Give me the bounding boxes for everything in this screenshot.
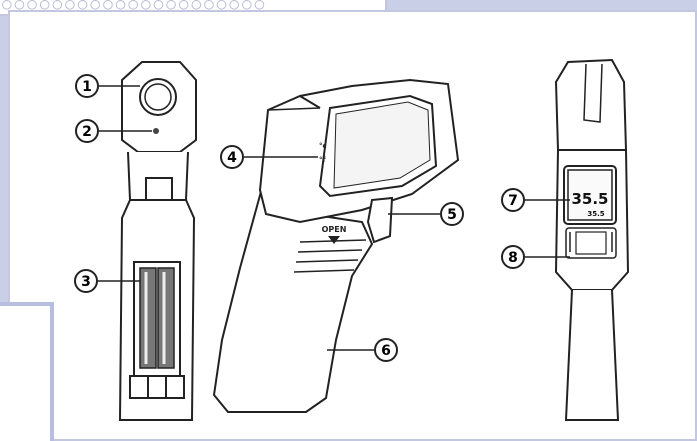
open-label: OPEN — [322, 225, 347, 234]
side-mark-top: °c — [319, 142, 327, 150]
callout-7-label: 7 — [508, 193, 518, 209]
thermometer-gun — [212, 78, 460, 413]
callout-1-label: 1 — [82, 79, 92, 95]
probe-back-view — [554, 58, 630, 421]
callout-1: 1 — [75, 74, 99, 98]
callout-2: 2 — [75, 119, 99, 143]
overlapping-window-corner[interactable] — [0, 302, 54, 441]
display-reading: 35.5 — [571, 190, 608, 208]
callout-6-label: 6 — [381, 343, 391, 359]
callout-4-label: 4 — [227, 150, 237, 166]
callout-8: 8 — [501, 245, 525, 269]
callout-4: 4 — [220, 145, 244, 169]
callout-8-label: 8 — [508, 250, 518, 266]
display-sub-reading: 35.5 — [587, 210, 604, 218]
callout-6: 6 — [374, 338, 398, 362]
callout-3: 3 — [74, 269, 98, 293]
probe-front-view — [118, 61, 197, 421]
callout-5: 5 — [440, 202, 464, 226]
callout-5-label: 5 — [447, 207, 457, 223]
callout-3-label: 3 — [81, 274, 91, 290]
side-mark-bottom: °f — [319, 156, 327, 164]
callout-2-label: 2 — [82, 124, 92, 140]
callout-leaders — [97, 85, 570, 351]
callout-7: 7 — [501, 188, 525, 212]
frame-dots: ○○○○○○○○○○○○○○○○○○○○○ — [2, 0, 268, 13]
